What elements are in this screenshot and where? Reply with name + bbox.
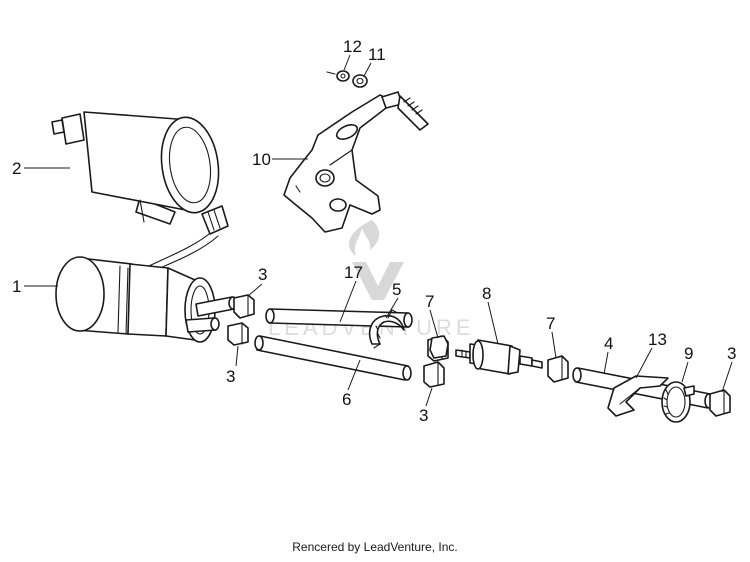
callout-3-lower-left: 3 bbox=[226, 367, 235, 386]
callout-13: 13 bbox=[648, 330, 667, 349]
pump-outlet-lower bbox=[185, 317, 220, 333]
hose-clamp-part-7-right bbox=[547, 355, 569, 383]
callout-8: 8 bbox=[482, 284, 491, 303]
callout-2: 2 bbox=[12, 159, 21, 178]
hose-clamp-part-5 bbox=[368, 309, 405, 349]
callout-5: 5 bbox=[392, 280, 401, 299]
callout-11: 11 bbox=[368, 45, 386, 64]
callout-4: 4 bbox=[604, 334, 613, 353]
callout-9: 9 bbox=[684, 344, 693, 363]
hose-clamp-part-3-middle-lower bbox=[423, 361, 445, 388]
hose-clamp-part-3-lower-left bbox=[227, 322, 249, 346]
washer-part-11 bbox=[352, 74, 368, 88]
hose-clamp-part-3-upper-left bbox=[233, 294, 255, 319]
callout-6: 6 bbox=[342, 390, 351, 409]
hose-clamp-part-9 bbox=[661, 381, 695, 423]
fuel-solenoid-part-2 bbox=[51, 111, 220, 225]
callout-3-upper-left: 3 bbox=[258, 265, 267, 284]
callout-12: 12 bbox=[343, 37, 362, 56]
fuel-filter-part-8 bbox=[455, 339, 543, 375]
callout-3-middle: 3 bbox=[419, 406, 428, 425]
hose-clamp-part-3-right bbox=[709, 389, 731, 417]
callout-labels: 2 1 10 12 11 3 3 17 5 6 7 3 8 7 4 13 9 3 bbox=[12, 37, 736, 425]
bolt bbox=[381, 91, 429, 131]
hose-clamp-part-7-left bbox=[429, 335, 449, 359]
callout-7-left: 7 bbox=[425, 292, 434, 311]
leader-lines bbox=[24, 54, 733, 407]
callout-1: 1 bbox=[12, 277, 21, 296]
fuel-hose-part-6 bbox=[254, 335, 412, 381]
callout-7-right: 7 bbox=[546, 314, 555, 333]
washer-part-12 bbox=[326, 70, 350, 82]
footer-credit: Rencered by LeadVenture, Inc. bbox=[292, 540, 458, 554]
callout-10: 10 bbox=[252, 150, 271, 169]
callout-17: 17 bbox=[344, 263, 363, 282]
callout-3-right: 3 bbox=[727, 344, 736, 363]
bracket-part-10 bbox=[283, 94, 391, 233]
hose-clip-part-13 bbox=[607, 375, 669, 417]
